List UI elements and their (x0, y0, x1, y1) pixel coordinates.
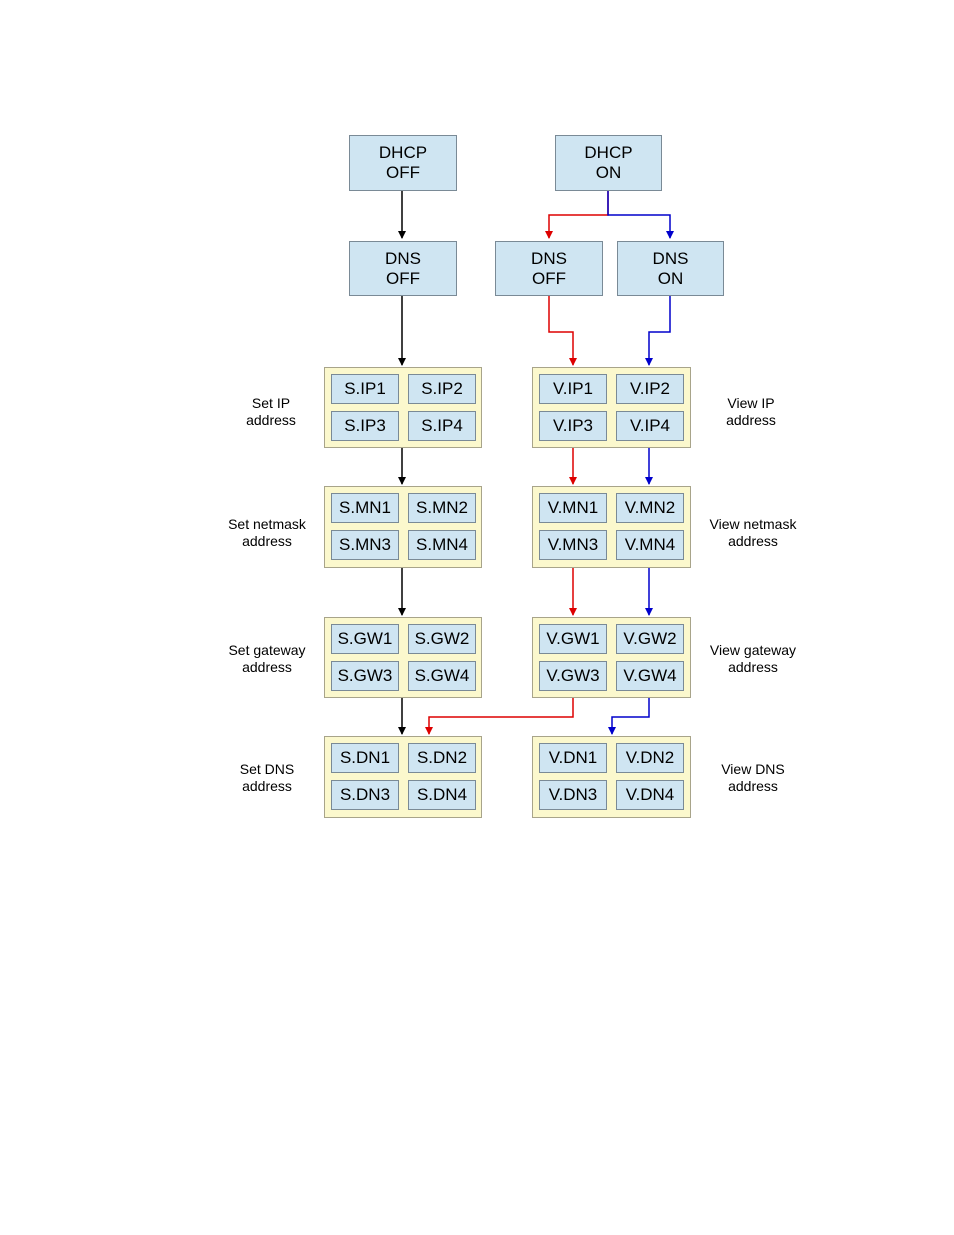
dns-on-line1: DNS (652, 248, 689, 268)
set-gw-label: Set gateway address (207, 642, 327, 676)
view-gw-label-line1: View gateway (709, 642, 797, 658)
set-ip-label-line2: address (246, 412, 296, 428)
view-mn-cell: V.MN1 (539, 493, 607, 523)
view-ip-cell: V.IP4 (616, 411, 684, 441)
set-mn-cell: S.MN4 (408, 530, 476, 560)
set-dn-cell: S.DN3 (331, 780, 399, 810)
view-dn-cell: V.DN3 (539, 780, 607, 810)
dhcp-off-node: DHCP OFF (349, 135, 457, 191)
dhcp-on-node: DHCP ON (555, 135, 662, 191)
set-gw-cell: S.GW4 (408, 661, 476, 691)
set-dn-label-line1: Set DNS (239, 761, 295, 777)
arrow-dns-on-to-view-ip (645, 296, 671, 366)
view-dn-cell: V.DN1 (539, 743, 607, 773)
view-mn-cell: V.MN3 (539, 530, 607, 560)
view-ip-label: View IP address (691, 395, 811, 429)
set-ip-cell: S.IP2 (408, 374, 476, 404)
set-ip-cell: S.IP4 (408, 411, 476, 441)
arrow-dns-off-to-view-ip (548, 296, 577, 366)
set-dn-label-line2: address (242, 778, 292, 794)
set-dn-label: Set DNS address (207, 761, 327, 795)
view-ip-label-line1: View IP (727, 395, 775, 411)
view-gw-label-line2: address (728, 659, 778, 675)
view-gw-cell: V.GW4 (616, 661, 684, 691)
set-gw-label-line1: Set gateway (228, 642, 306, 658)
view-gw-cell: V.GW3 (539, 661, 607, 691)
set-gw-group: S.GW1 S.GW2 S.GW3 S.GW4 (324, 617, 482, 698)
set-dn-cell: S.DN1 (331, 743, 399, 773)
view-ip-cell: V.IP2 (616, 374, 684, 404)
set-dn-cell: S.DN4 (408, 780, 476, 810)
arrow-dhcp-on-to-dns-off (545, 191, 609, 239)
set-gw-cell: S.GW1 (331, 624, 399, 654)
arrow-dhcp-on-to-dns-on (607, 191, 674, 239)
view-ip-group: V.IP1 V.IP2 V.IP3 V.IP4 (532, 367, 691, 448)
view-mn-label-line1: View netmask (709, 516, 797, 532)
dhcp-on-line1: DHCP (584, 143, 633, 162)
set-mn-label: Set netmask address (207, 516, 327, 550)
dns-off-right-node: DNS OFF (495, 241, 603, 296)
arrow-view-gw-to-set-dn-red (425, 698, 574, 735)
set-mn-label-line1: Set netmask (228, 516, 306, 532)
view-ip-label-line2: address (726, 412, 776, 428)
view-gw-group: V.GW1 V.GW2 V.GW3 V.GW4 (532, 617, 691, 698)
view-dn-label-line1: View DNS (721, 761, 785, 777)
dns-on-line2: ON (657, 268, 684, 288)
dhcp-off-line2: OFF (386, 163, 420, 182)
dns-off-right-line2: OFF (532, 268, 566, 288)
set-mn-group: S.MN1 S.MN2 S.MN3 S.MN4 (324, 486, 482, 568)
set-mn-cell: S.MN3 (331, 530, 399, 560)
view-mn-cell: V.MN4 (616, 530, 684, 560)
view-gw-label: View gateway address (693, 642, 813, 676)
view-mn-label-line2: address (728, 533, 778, 549)
dns-on-node: DNS ON (617, 241, 724, 296)
set-ip-cell: S.IP1 (331, 374, 399, 404)
view-dn-cell: V.DN2 (616, 743, 684, 773)
arrow-view-gw-to-view-dn-blue (608, 698, 650, 735)
set-gw-label-line2: address (242, 659, 292, 675)
view-gw-cell: V.GW2 (616, 624, 684, 654)
set-dn-group: S.DN1 S.DN2 S.DN3 S.DN4 (324, 736, 482, 818)
view-mn-label: View netmask address (693, 516, 813, 550)
view-dn-label-line2: address (728, 778, 778, 794)
set-dn-cell: S.DN2 (408, 743, 476, 773)
dns-off-left-line2: OFF (386, 268, 420, 288)
dns-off-left-line1: DNS (385, 248, 421, 268)
set-ip-group: S.IP1 S.IP2 S.IP3 S.IP4 (324, 367, 482, 448)
set-gw-cell: S.GW2 (408, 624, 476, 654)
set-ip-label: Set IP address (211, 395, 331, 429)
view-ip-cell: V.IP3 (539, 411, 607, 441)
dns-off-right-line1: DNS (531, 248, 567, 268)
set-mn-cell: S.MN2 (408, 493, 476, 523)
dns-off-left-node: DNS OFF (349, 241, 457, 296)
dhcp-off-line1: DHCP (378, 143, 428, 162)
set-mn-label-line2: address (242, 533, 292, 549)
dhcp-on-line2: ON (595, 163, 622, 182)
set-ip-label-line1: Set IP (251, 395, 291, 411)
set-ip-cell: S.IP3 (331, 411, 399, 441)
view-dn-group: V.DN1 V.DN2 V.DN3 V.DN4 (532, 736, 691, 818)
set-gw-cell: S.GW3 (331, 661, 399, 691)
view-mn-group: V.MN1 V.MN2 V.MN3 V.MN4 (532, 486, 691, 568)
view-dn-label: View DNS address (693, 761, 813, 795)
view-dn-cell: V.DN4 (616, 780, 684, 810)
view-ip-cell: V.IP1 (539, 374, 607, 404)
view-gw-cell: V.GW1 (539, 624, 607, 654)
view-mn-cell: V.MN2 (616, 493, 684, 523)
set-mn-cell: S.MN1 (331, 493, 399, 523)
